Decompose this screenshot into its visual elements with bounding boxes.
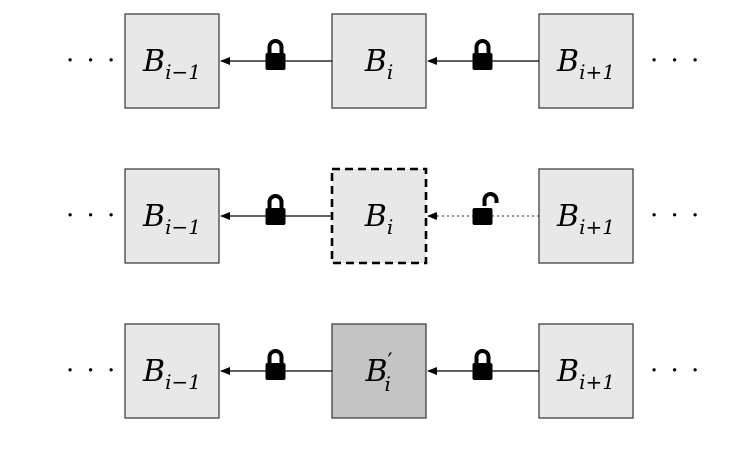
unlock-icon [472, 192, 499, 225]
block-sub: i [387, 60, 393, 84]
block-box [124, 168, 220, 264]
block-1: Bi−1 [124, 168, 220, 264]
ellipsis-right: · · · [650, 201, 701, 231]
block-1: Bi−1 [124, 323, 220, 419]
block-box [124, 13, 220, 109]
lock-icon [472, 39, 493, 70]
block-sub: i+1 [579, 215, 615, 239]
ellipsis-right: · · · [650, 356, 701, 386]
link-1 [220, 194, 332, 225]
block-2: B′i [331, 323, 427, 419]
block-2: Bi [330, 167, 428, 265]
block-sub: i−1 [165, 215, 201, 239]
block-label: Bi−1 [142, 44, 201, 84]
block-sub: i+1 [579, 60, 615, 84]
block-sub: i [385, 372, 391, 396]
block-base: B [364, 199, 387, 234]
block-base: B [142, 44, 165, 79]
block-box [330, 167, 428, 265]
block-label: B′i [364, 350, 392, 396]
block-base: B [142, 354, 165, 389]
block-box [538, 13, 634, 109]
lock-icon [265, 194, 286, 225]
block-prime: ′ [388, 350, 393, 375]
ellipsis-left: · · · [66, 201, 117, 231]
block-box [331, 323, 427, 419]
block-box [124, 323, 220, 419]
block-label: Bi−1 [142, 199, 201, 239]
block-sub: i−1 [165, 370, 201, 394]
block-base: B [364, 44, 387, 79]
block-box [538, 168, 634, 264]
ellipsis-left: · · · [66, 46, 117, 76]
block-label: Bi+1 [556, 44, 615, 84]
block-base: B [364, 354, 387, 389]
block-1: Bi−1 [124, 13, 220, 109]
block-label: Bi [364, 199, 393, 239]
link-2 [427, 39, 539, 70]
lock-icon [265, 39, 286, 70]
block-box [538, 323, 634, 419]
ellipsis-right: · · · [650, 46, 701, 76]
block-base: B [556, 354, 579, 389]
block-label: Bi [364, 44, 393, 84]
block-label: Bi−1 [142, 354, 201, 394]
link-1 [220, 39, 332, 70]
block-sub: i [387, 215, 393, 239]
block-box [331, 13, 427, 109]
block-label: Bi+1 [556, 199, 615, 239]
block-2: Bi [331, 13, 427, 109]
lock-icon [265, 349, 286, 380]
block-sub: i+1 [579, 370, 615, 394]
block-label: Bi+1 [556, 354, 615, 394]
link-1 [220, 349, 332, 380]
block-base: B [556, 199, 579, 234]
block-3: Bi+1 [538, 13, 634, 109]
block-3: Bi+1 [538, 168, 634, 264]
link-2 [427, 349, 539, 380]
lock-icon [472, 349, 493, 380]
ellipsis-left: · · · [66, 356, 117, 386]
block-3: Bi+1 [538, 323, 634, 419]
block-base: B [556, 44, 579, 79]
link-2 [427, 192, 539, 225]
block-sub: i−1 [165, 60, 201, 84]
block-base: B [142, 199, 165, 234]
